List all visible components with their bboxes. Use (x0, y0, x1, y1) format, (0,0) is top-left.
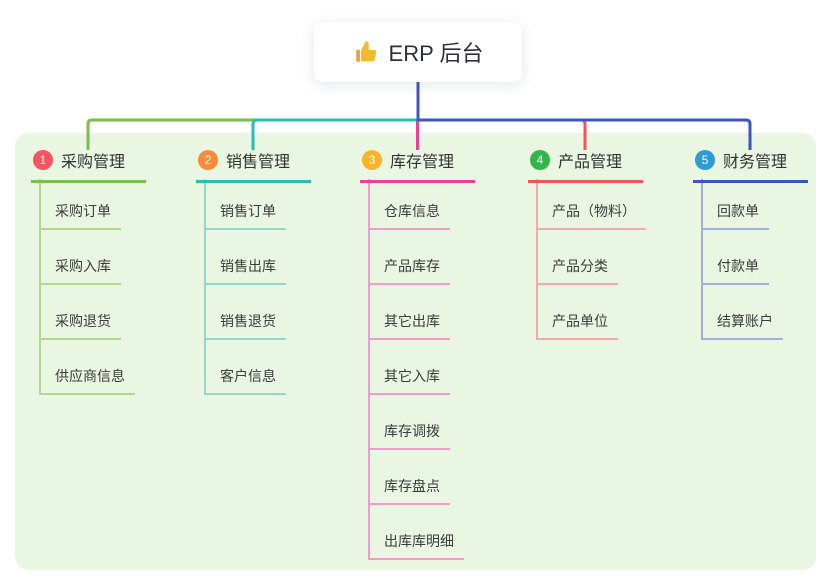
branch-topic[interactable]: 3 库存管理 (360, 148, 475, 183)
priority-badge: 5 (695, 150, 715, 170)
branch-topic-label: 财务管理 (723, 154, 788, 171)
subtopic-item[interactable]: 采购订单 (39, 200, 121, 230)
branch-topic[interactable]: 1 采购管理 (31, 148, 146, 183)
subtopic-item[interactable]: 回款单 (701, 200, 769, 230)
branch-topic[interactable]: 2 销售管理 (196, 148, 311, 183)
branch-topic-label: 产品管理 (558, 154, 623, 171)
branch-trunk-line (204, 179, 206, 393)
subtopic-item[interactable]: 库存盘点 (368, 475, 450, 505)
branch-trunk-line (701, 179, 703, 338)
priority-badge: 1 (33, 150, 53, 170)
subtopic-item[interactable]: 产品库存 (368, 255, 450, 285)
subtopic-item[interactable]: 供应商信息 (39, 365, 135, 395)
subtopic-item[interactable]: 采购入库 (39, 255, 121, 285)
branch-topic[interactable]: 5 财务管理 (693, 148, 808, 183)
subtopic-item[interactable]: 销售退货 (204, 310, 286, 340)
priority-badge: 4 (530, 150, 550, 170)
root-topic[interactable]: ERP 后台 (314, 22, 522, 82)
subtopic-item[interactable]: 其它出库 (368, 310, 450, 340)
subtopic-item[interactable]: 出库库明细 (368, 530, 464, 560)
branch-topic[interactable]: 4 产品管理 (528, 148, 643, 183)
branch-trunk-line (39, 179, 41, 393)
subtopic-item[interactable]: 采购退货 (39, 310, 121, 340)
subtopic-item[interactable]: 仓库信息 (368, 200, 450, 230)
priority-badge: 2 (198, 150, 218, 170)
subtopic-item[interactable]: 结算账户 (701, 310, 783, 340)
subtopic-item[interactable]: 产品单位 (536, 310, 618, 340)
subtopic-item[interactable]: 产品（物料） (536, 200, 646, 230)
branch-topic-label: 采购管理 (61, 154, 126, 171)
subtopic-item[interactable]: 付款单 (701, 255, 769, 285)
branch-topic-label: 销售管理 (226, 154, 291, 171)
root-topic-label: ERP 后台 (388, 41, 484, 66)
branch-topic-label: 库存管理 (390, 154, 455, 171)
branch-trunk-line (368, 179, 370, 558)
subtopic-item[interactable]: 产品分类 (536, 255, 618, 285)
subtopic-item[interactable]: 其它入库 (368, 365, 450, 395)
subtopic-item[interactable]: 销售订单 (204, 200, 286, 230)
thumbs-up-icon (355, 41, 376, 62)
subtopic-item[interactable]: 客户信息 (204, 365, 286, 395)
subtopic-item[interactable]: 库存调拨 (368, 420, 450, 450)
branch-trunk-line (536, 179, 538, 338)
priority-badge: 3 (362, 150, 382, 170)
subtopic-item[interactable]: 销售出库 (204, 255, 286, 285)
branches-background-panel (15, 133, 816, 570)
